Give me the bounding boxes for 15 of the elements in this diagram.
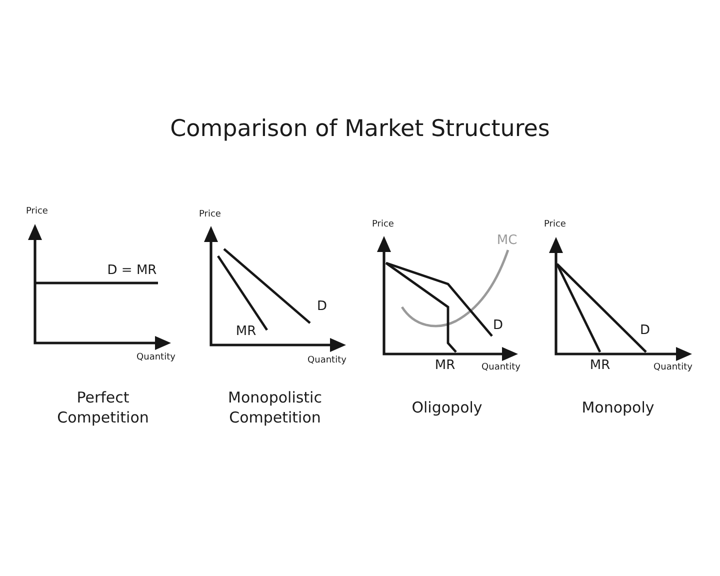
panel-caption: Monopolistic Competition [228, 388, 322, 428]
curve-label: MR [434, 358, 456, 374]
axis-label: Quantity [136, 352, 176, 364]
axis-label: Price [372, 220, 394, 230]
axis-label: Price [26, 206, 48, 218]
axis-label: Quantity [482, 362, 520, 374]
axis-label: Quantity [654, 362, 692, 374]
curve-label: MR [590, 358, 610, 374]
panel-caption: Oligopoly [412, 398, 482, 418]
axis-label: Price [544, 220, 566, 230]
axis-label: Quantity [308, 356, 346, 366]
diagram-title: Comparison of Market Structures [170, 116, 550, 144]
axis-label: Price [199, 210, 221, 220]
panel-caption: Perfect Competition [57, 388, 149, 428]
panel-caption: Monopoly [582, 398, 654, 418]
